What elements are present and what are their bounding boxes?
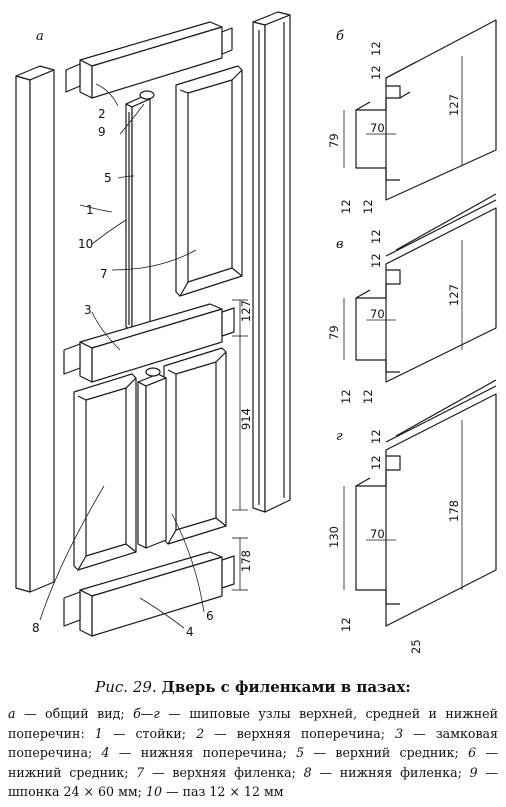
dim-v-127: 127: [447, 284, 461, 306]
legend-item: б—г — шиповые узлы верхней, средней и ни…: [8, 706, 499, 741]
dim-g-70: 70: [370, 527, 385, 541]
lower-mullion: [137, 367, 167, 549]
part-label-1: 1: [86, 203, 94, 217]
dim-b-top-2: 12: [369, 65, 383, 80]
dim-g-178: 178: [447, 500, 461, 522]
dim-914: 914: [239, 408, 253, 430]
figure-number: Рис. 29.: [95, 678, 157, 696]
legend-item: 2 — верхняя поперечина;: [196, 725, 386, 741]
legend-item: 6 — нижний средник;: [8, 745, 498, 780]
part-label-10: 10: [78, 237, 93, 251]
joint-bottom: [355, 379, 497, 627]
legend-item: 9 — шпонка 24 × 60 мм;: [8, 764, 498, 800]
dim-b-bottom-1: 12: [339, 199, 353, 214]
dim-b-70: 70: [370, 121, 385, 135]
lower-panel-right: [163, 347, 227, 545]
top-rail: [65, 21, 233, 99]
dim-g-top-2: 12: [369, 455, 383, 470]
door-drawing: а б в г 1 2 3 4 5 6 7 8 9 10 127 914 178…: [15, 11, 497, 654]
figure-title: Дверь с филенками в пазах:: [161, 678, 411, 696]
dim-v-79: 79: [327, 325, 341, 340]
dim-178-overall: 178: [239, 550, 253, 572]
joint-top: [355, 19, 497, 201]
figure-caption: Рис. 29. Дверь с филенками в пазах:: [8, 678, 498, 696]
section-label-b: б: [336, 29, 344, 44]
dim-v-70: 70: [370, 307, 385, 321]
part-label-5: 5: [104, 171, 112, 185]
dim-b-127: 127: [447, 94, 461, 116]
part-label-2: 2: [98, 107, 106, 121]
legend-item: 5 — верхний средник;: [296, 745, 459, 760]
figure-legend: а — общий вид; б—г — шиповые узлы верхне…: [8, 704, 498, 802]
dim-v-bottom-1: 12: [339, 389, 353, 404]
dim-g-bottom-1: 12: [339, 617, 353, 632]
legend-item: 8 — нижняя филенка;: [303, 764, 462, 780]
dim-v-top-2: 12: [369, 253, 383, 268]
section-label-g: г: [336, 429, 343, 444]
legend-item: 7 — верхняя филенка;: [136, 764, 296, 780]
joint-middle: [355, 193, 497, 383]
part-label-4: 4: [186, 625, 194, 639]
section-label-a: а: [36, 29, 44, 44]
dim-g-130: 130: [327, 526, 341, 548]
legend-item: 10 — паз 12 × 12 мм: [145, 784, 284, 799]
legend-item: 4 — нижняя поперечина;: [101, 745, 287, 760]
door-diagram: а б в г 1 2 3 4 5 6 7 8 9 10 127 914 178…: [15, 11, 497, 654]
dim-b-79: 79: [327, 133, 341, 148]
dim-127-overall: 127: [239, 300, 253, 322]
legend-item: а — общий вид;: [8, 706, 125, 721]
part-label-8: 8: [32, 621, 40, 635]
dim-v-top-1: 12: [369, 229, 383, 244]
right-stile: [252, 11, 291, 513]
legend-item: 1 — стойки;: [94, 725, 186, 741]
legend-item: 3 — замковая поперечина;: [8, 725, 498, 761]
dowel: [139, 90, 155, 100]
section-label-v: в: [336, 237, 344, 252]
dimension-lines: [232, 56, 463, 591]
upper-mullion: [125, 95, 151, 331]
part-label-6: 6: [206, 609, 214, 623]
bottom-rail: [63, 551, 235, 637]
left-stile: [15, 65, 55, 593]
dim-g-25: 25: [409, 639, 423, 654]
part-label-3: 3: [84, 303, 92, 317]
part-label-7: 7: [100, 267, 108, 281]
dim-b-top-1: 12: [369, 41, 383, 56]
leader-lines: [39, 83, 205, 629]
lower-panel-left: [73, 373, 137, 571]
dim-g-top-1: 12: [369, 429, 383, 444]
dim-b-bottom-2: 12: [361, 199, 375, 214]
part-label-9: 9: [98, 125, 106, 139]
upper-panel: [175, 65, 243, 297]
dim-v-bottom-2: 12: [361, 389, 375, 404]
lock-rail: [63, 303, 235, 383]
